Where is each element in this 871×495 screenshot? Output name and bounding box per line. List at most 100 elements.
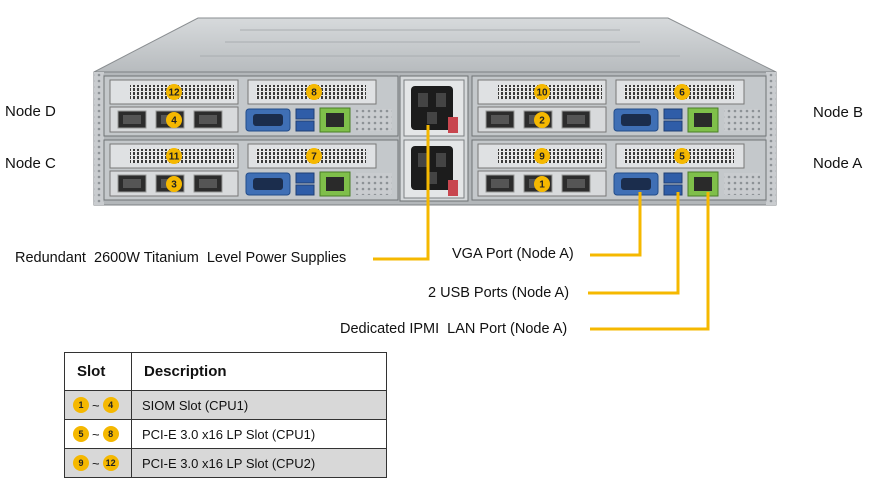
vga-socket [621,178,651,190]
slot-number-label: 4 [171,116,177,127]
slot-number-label: 6 [679,88,685,99]
psu-bay [399,75,469,202]
slot-badge: 4 [102,397,119,414]
node-b: 10 6 2 [471,75,767,137]
node-vent [724,173,760,195]
table-row: 5~8 PCI-E 3.0 x16 LP Slot (CPU1) [64,419,387,449]
slot-description: PCI-E 3.0 x16 LP Slot (CPU2) [131,448,387,478]
node-vent [724,109,760,131]
lan-port-socket [199,179,217,188]
lan-port-socket [567,115,585,124]
slot-number-label: 10 [536,88,548,99]
slot-table: Slot Description 1~4 SIOM Slot (CPU1) 5~… [64,352,387,478]
slot-number-badge [674,148,690,164]
vga-port-callout: VGA Port (Node A) [452,246,574,262]
slot-number-badge [534,112,550,128]
slot-number-label: 12 [168,88,180,99]
ipmi-lan-socket [694,177,712,191]
slot-badge: 8 [102,426,119,443]
node-c-label: Node C [5,155,56,172]
usb-port [663,184,683,196]
leader-usb [588,192,680,295]
slot-number-label: 2 [539,116,545,127]
slot-number-label: 1 [539,180,545,191]
slot-badge: 9 [73,455,89,472]
right-rail [766,72,776,205]
usb-port [295,172,315,184]
node-a: 9 5 1 [471,139,767,201]
slot-description: SIOM Slot (CPU1) [131,390,387,420]
lan-port-socket [123,179,141,188]
slot-number-badge [674,84,690,100]
table-row: 9~12 PCI-E 3.0 x16 LP Slot (CPU2) [64,448,387,478]
slot-number-badge [166,148,182,164]
slot-description: PCI-E 3.0 x16 LP Slot (CPU1) [131,419,387,449]
ipmi-lan-socket [694,113,712,127]
slot-number-badge [166,84,182,100]
header-slot: Slot [64,352,132,391]
slot-number-label: 8 [311,88,317,99]
vga-socket [621,114,651,126]
slot-badge: 5 [73,426,89,443]
slot-number-label: 3 [171,180,177,191]
power-supply-2 [403,139,465,199]
chassis-top-lines [200,29,680,57]
vga-socket [253,178,283,190]
lan-port-socket [199,115,217,124]
slot-number-badge [166,112,182,128]
psu-handle-1 [448,117,458,133]
ipmi-port-callout: Dedicated IPMI LAN Port (Node A) [340,321,568,337]
slot-number-badge [166,176,182,192]
tilde: ~ [92,426,100,442]
node-vent [356,173,392,195]
psu-handle-2 [448,180,458,196]
usb-ports-callout: 2 USB Ports (Node A) [428,285,570,301]
node-vent [356,109,392,131]
slot-number-label: 11 [169,152,180,163]
leader-power [373,125,430,261]
vga-socket [253,114,283,126]
power-supply-callout: Redundant 2600W Titanium Level Power Sup… [15,250,347,266]
table-row: 1~4 SIOM Slot (CPU1) [64,390,387,420]
leader-lines [373,125,710,331]
lan-port-socket [491,179,509,188]
slot-number-label: 7 [311,152,317,163]
leader-ipmi [590,192,710,331]
node-a-label: Node A [813,155,863,172]
node-b-label: Node B [813,104,864,121]
node-d-label: Node D [5,103,56,120]
tilde: ~ [92,397,100,413]
slot-badge: 12 [102,455,119,472]
chassis-top [93,17,777,73]
slot-number-badge [534,148,550,164]
usb-port [295,184,315,196]
slot-number-badge [306,84,322,100]
usb-port [663,108,683,120]
usb-port [663,120,683,132]
node-d: 12 8 4 [103,75,399,137]
leader-vga [590,192,642,257]
header-description: Description [131,352,387,391]
slot-range: 5~8 [64,419,132,449]
table-header-row: Slot Description [64,352,387,391]
ipmi-lan-socket [326,113,344,127]
lan-port-socket [567,179,585,188]
slot-badge: 1 [73,397,89,414]
tilde: ~ [92,455,100,471]
lan-port-socket [123,115,141,124]
usb-port [295,108,315,120]
slot-range: 9~12 [64,448,132,478]
power-supply-1 [403,79,465,137]
ipmi-lan-port [319,107,351,133]
lan-port-socket [491,115,509,124]
slot-number-badge [306,148,322,164]
slot-range: 1~4 [64,390,132,420]
left-rail [94,72,104,205]
slot-number-label: 5 [679,152,685,163]
usb-port [663,172,683,184]
usb-port [295,120,315,132]
slot-number-badge [534,84,550,100]
slot-number-label: 9 [539,152,545,163]
slot-number-badge [534,176,550,192]
